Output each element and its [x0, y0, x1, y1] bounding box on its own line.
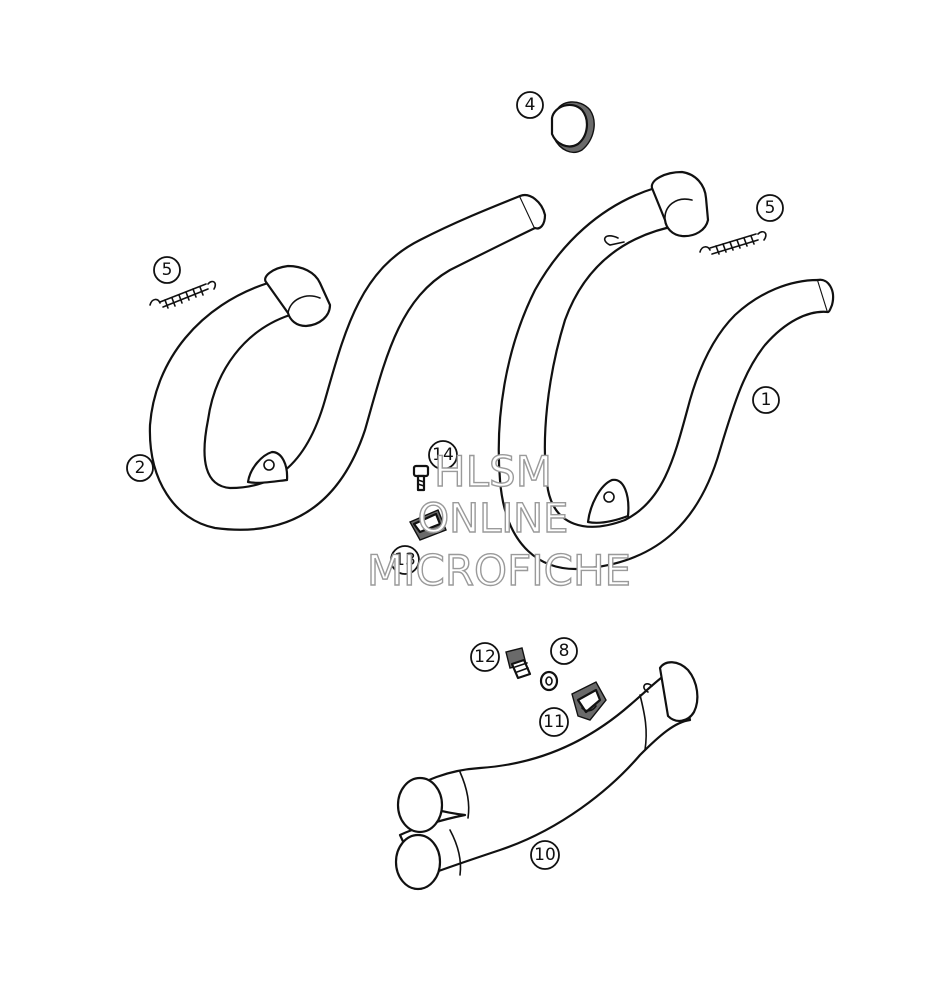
callout-5-left-label: 5	[162, 260, 173, 280]
callout-4-label: 4	[525, 95, 536, 115]
callout-2: 2	[126, 454, 154, 482]
header-pipe-right	[497, 170, 835, 571]
callout-10: 10	[530, 840, 560, 870]
watermark-line-1: HLSM	[434, 447, 552, 496]
callout-1-label: 1	[761, 390, 772, 410]
gasket	[550, 101, 595, 154]
header-pipe-left	[148, 194, 547, 531]
spring-left	[149, 280, 217, 309]
clamp-nut-11	[571, 681, 607, 721]
callout-10-label: 10	[534, 845, 556, 865]
callout-5-left: 5	[153, 256, 181, 284]
callout-14: 14	[428, 440, 458, 470]
callout-13: 13	[390, 545, 420, 575]
spring-right	[699, 231, 767, 255]
bolt-14	[412, 464, 430, 492]
callout-11: 11	[539, 707, 569, 737]
watermark-line-3: MICROFICHE	[367, 546, 631, 595]
callout-14-label: 14	[432, 445, 454, 465]
callout-4: 4	[516, 91, 544, 119]
callout-2-label: 2	[135, 458, 146, 478]
bolt-12	[505, 647, 532, 680]
callout-1: 1	[752, 386, 780, 414]
callout-8: 8	[550, 637, 578, 665]
callout-5-right-label: 5	[765, 198, 776, 218]
callout-13-label: 13	[394, 550, 416, 570]
watermark-line-2: ONLINE	[418, 496, 569, 542]
callout-11-label: 11	[543, 712, 565, 732]
y-pipe-10	[394, 661, 699, 891]
watermark: HLSM ONLINE MICROFICHE	[366, 446, 632, 595]
callout-12: 12	[470, 642, 500, 672]
callout-5-right: 5	[756, 194, 784, 222]
callout-8-label: 8	[559, 641, 570, 661]
washer-8	[539, 670, 559, 692]
clip-nut-13	[409, 509, 447, 541]
callout-12-label: 12	[474, 647, 496, 667]
